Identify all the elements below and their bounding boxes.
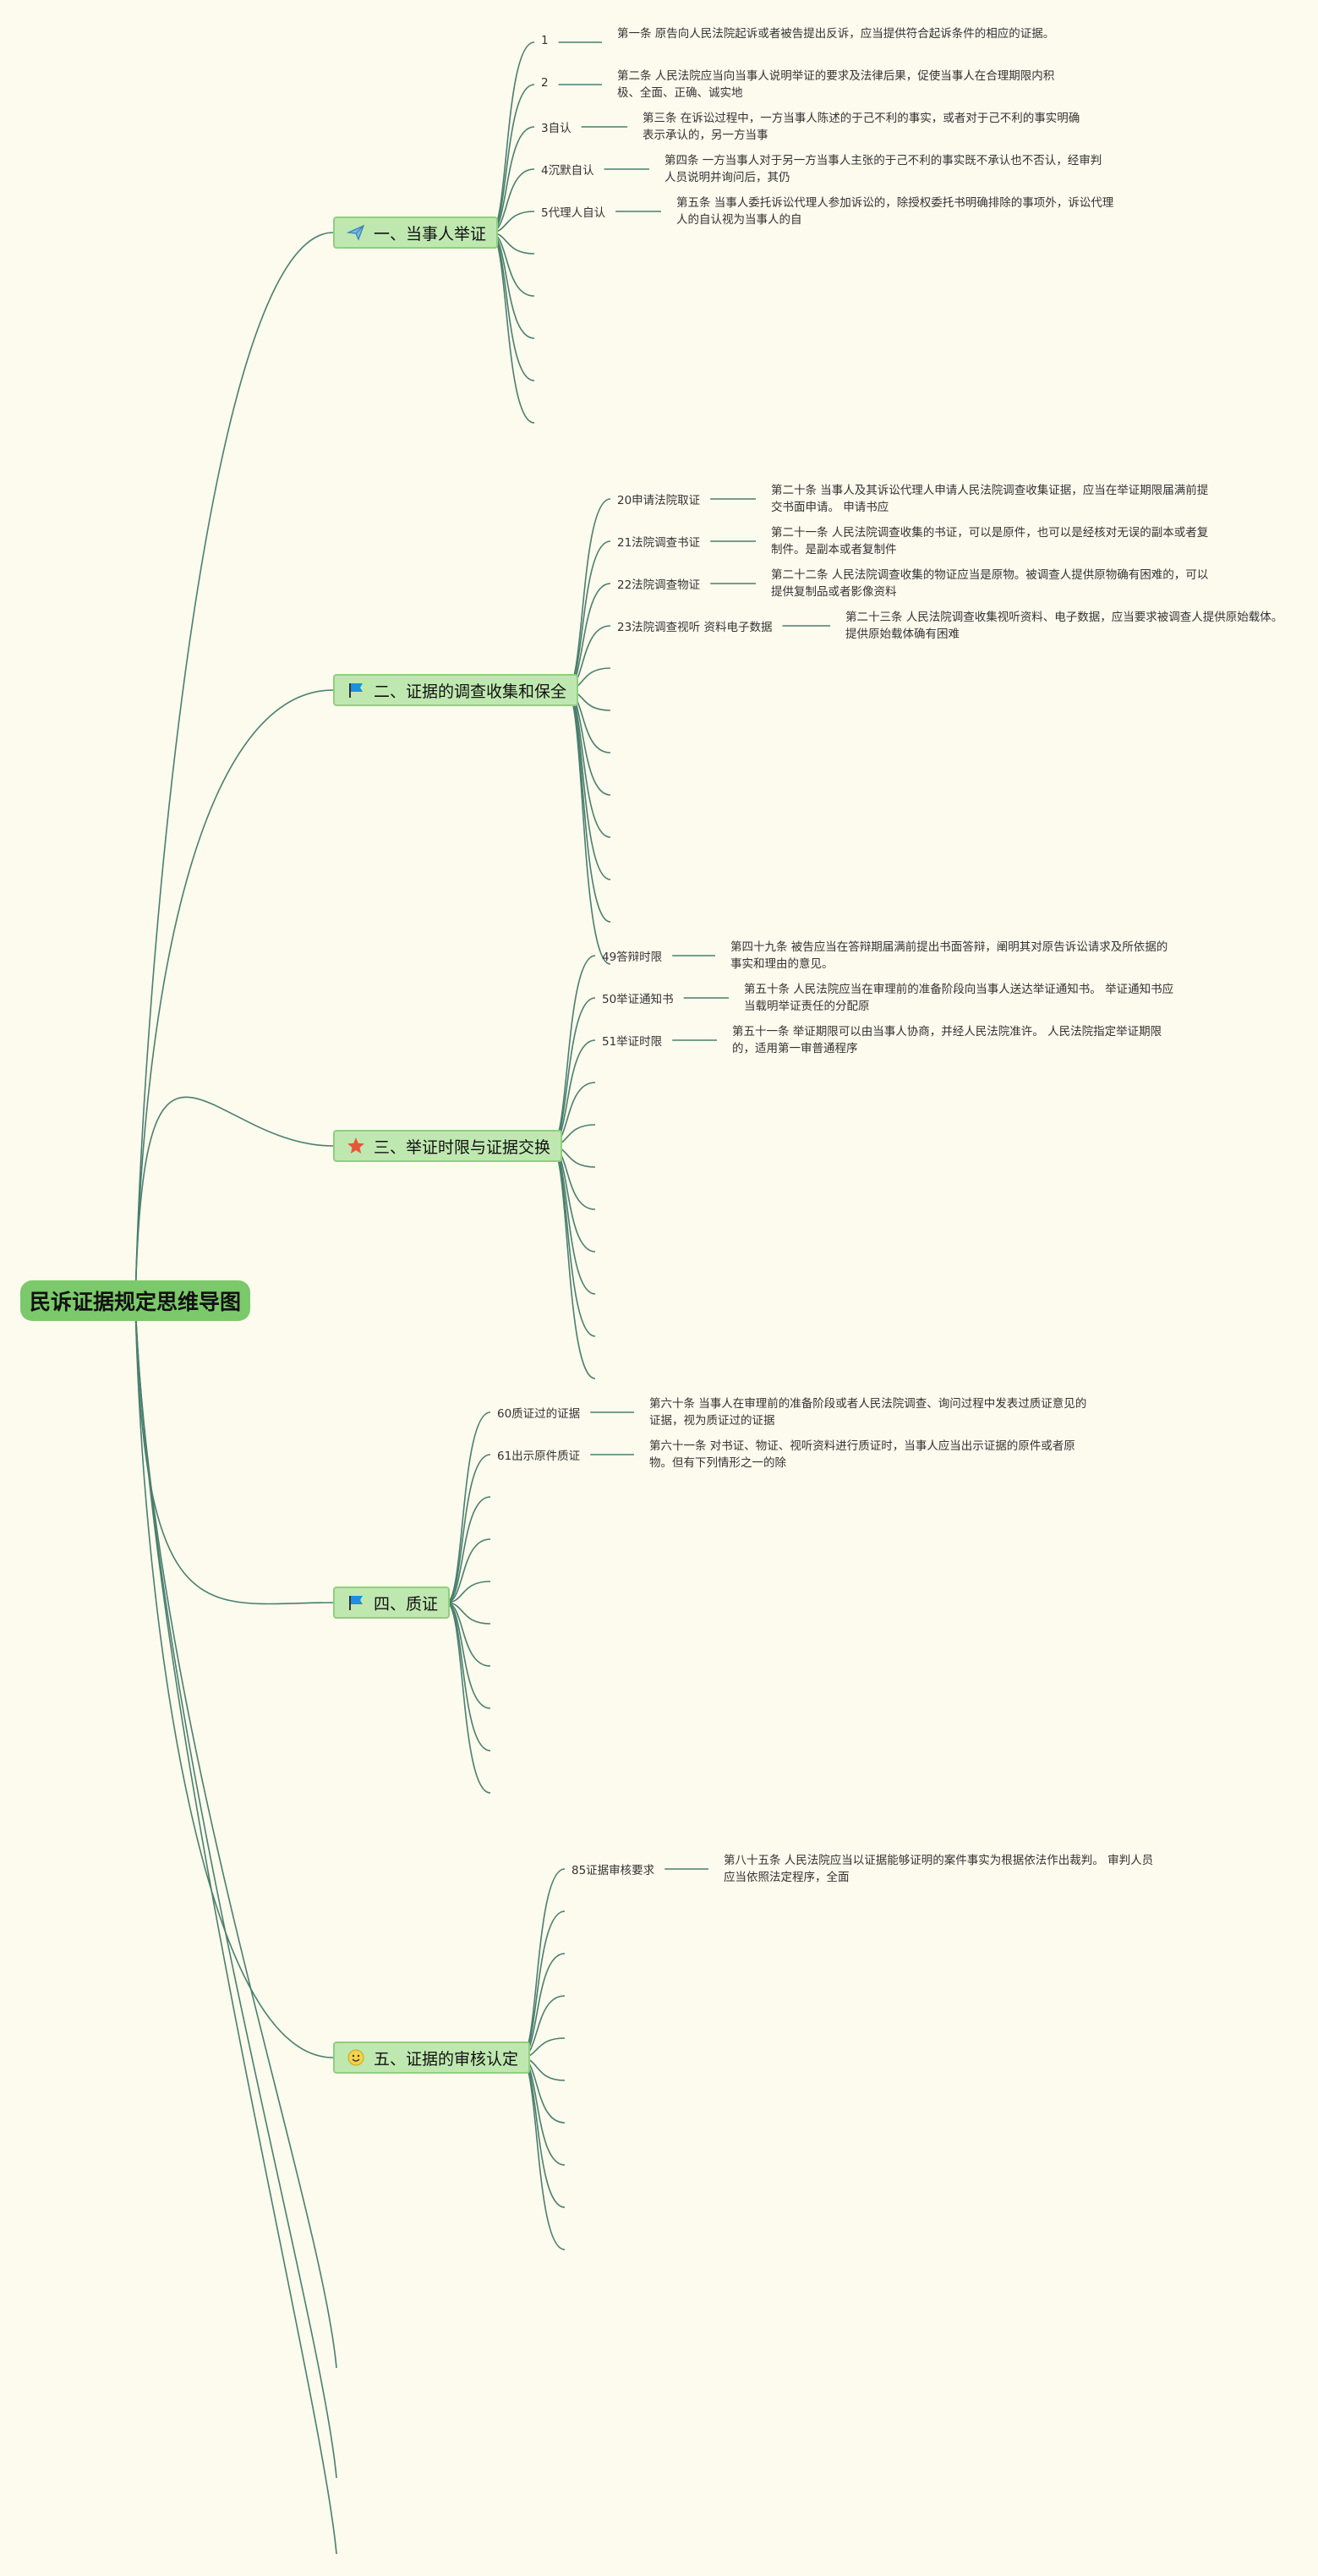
article-text: 第五条 当事人委托诉讼代理人参加诉讼的，除授权委托书明确排除的事项外，诉讼代理人…: [676, 196, 1114, 227]
branch-node-party-evidence[interactable]: 一、当事人举证: [333, 216, 499, 249]
leaf-label[interactable]: 20申请法院取证: [617, 494, 701, 507]
leaf-label[interactable]: 1: [541, 34, 549, 47]
leaf-label[interactable]: 21法院调查书证: [617, 536, 701, 550]
leaf-label[interactable]: 61出示原件质证: [497, 1450, 581, 1463]
article-text: 第五十一条 举证期限可以由当事人协商，并经人民法院准许。 人民法院指定举证期限的…: [732, 1025, 1162, 1055]
article-text: 第五十条 人民法院应当在审理前的准备阶段向当事人送达举证通知书。 举证通知书应当…: [744, 983, 1174, 1013]
leaf-label[interactable]: 85证据审核要求: [571, 1864, 655, 1877]
flag-icon: [347, 681, 365, 699]
branch-label: 三、举证时限与证据交换: [374, 1137, 551, 1157]
article-text: 第二十条 当事人及其诉讼代理人申请人民法院调查收集证据，应当在举证期限届满前提交…: [771, 484, 1209, 514]
article-text: 第四条 一方当事人对于另一方当事人主张的于己不利的事实既不承认也不否认，经审判人…: [664, 154, 1102, 184]
paper-plane-icon: [346, 223, 365, 242]
branch-label: 二、证据的调查收集和保全: [374, 682, 567, 701]
branch-node-cross-exam[interactable]: 四、质证: [333, 1587, 451, 1619]
article-text: 第二十三条 人民法院调查收集视听资料、电子数据，应当要求被调查人提供原始载体。 …: [845, 611, 1283, 641]
branch-label: 一、当事人举证: [374, 224, 487, 244]
root-node-title[interactable]: 民诉证据规定思维导图: [20, 1280, 250, 1321]
branch-label: 五、证据的审核认定: [374, 2049, 519, 2069]
article-text: 第四十九条 被告应当在答辩期届满前提出书面答辩，阐明其对原告诉讼请求及所依据的事…: [730, 940, 1168, 971]
leaf-label[interactable]: 51举证时限: [602, 1035, 663, 1049]
leaf-label[interactable]: 49答辩时限: [602, 951, 663, 964]
smiley-icon: [347, 2048, 365, 2067]
article-text: 第八十五条 人民法院应当以证据能够证明的案件事实为根据依法作出裁判。 审判人员应…: [724, 1854, 1154, 1884]
leaf-label[interactable]: 22法院调查物证: [617, 578, 701, 592]
article-text: 第三条 在诉讼过程中，一方当事人陈述的于己不利的事实，或者对于己不利的事实明确表…: [643, 112, 1080, 142]
article-text: 第六十一条 对书证、物证、视听资料进行质证时，当事人应当出示证据的原件或者原物。…: [649, 1439, 1075, 1470]
branch-node-investigation[interactable]: 二、证据的调查收集和保全: [333, 674, 579, 706]
flag-icon: [347, 1593, 365, 1612]
branch-label: 四、质证: [374, 1594, 439, 1614]
leaf-label[interactable]: 60质证过的证据: [497, 1407, 581, 1421]
article-text: 第六十条 当事人在审理前的准备阶段或者人民法院调查、询问过程中发表过质证意见的证…: [649, 1397, 1087, 1428]
branch-node-time-limit[interactable]: 三、举证时限与证据交换: [333, 1130, 563, 1162]
leaf-label[interactable]: 50举证通知书: [602, 993, 674, 1006]
leaf-label[interactable]: 5代理人自认: [541, 206, 606, 220]
leaf-label[interactable]: 4沉默自认: [541, 164, 594, 178]
leaf-label[interactable]: 2: [541, 76, 549, 90]
article-text: 第二条 人民法院应当向当事人说明举证的要求及法律后果，促使当事人在合理期限内积极…: [617, 69, 1055, 100]
leaf-label[interactable]: 3自认: [541, 122, 571, 135]
article-text: 第二十一条 人民法院调查收集的书证，可以是原件，也可以是经核对无误的副本或者复制…: [771, 526, 1209, 556]
branch-node-review[interactable]: 五、证据的审核认定: [333, 2042, 531, 2074]
article-text: 第一条 原告向人民法院起诉或者被告提出反诉，应当提供符合起诉条件的相应的证据。: [617, 27, 1055, 41]
star-icon: [347, 1137, 365, 1155]
leaf-label[interactable]: 23法院调查视听 资料电子数据: [617, 621, 773, 634]
article-text: 第二十二条 人民法院调查收集的物证应当是原物。被调查人提供原物确有困难的，可以提…: [771, 568, 1209, 599]
